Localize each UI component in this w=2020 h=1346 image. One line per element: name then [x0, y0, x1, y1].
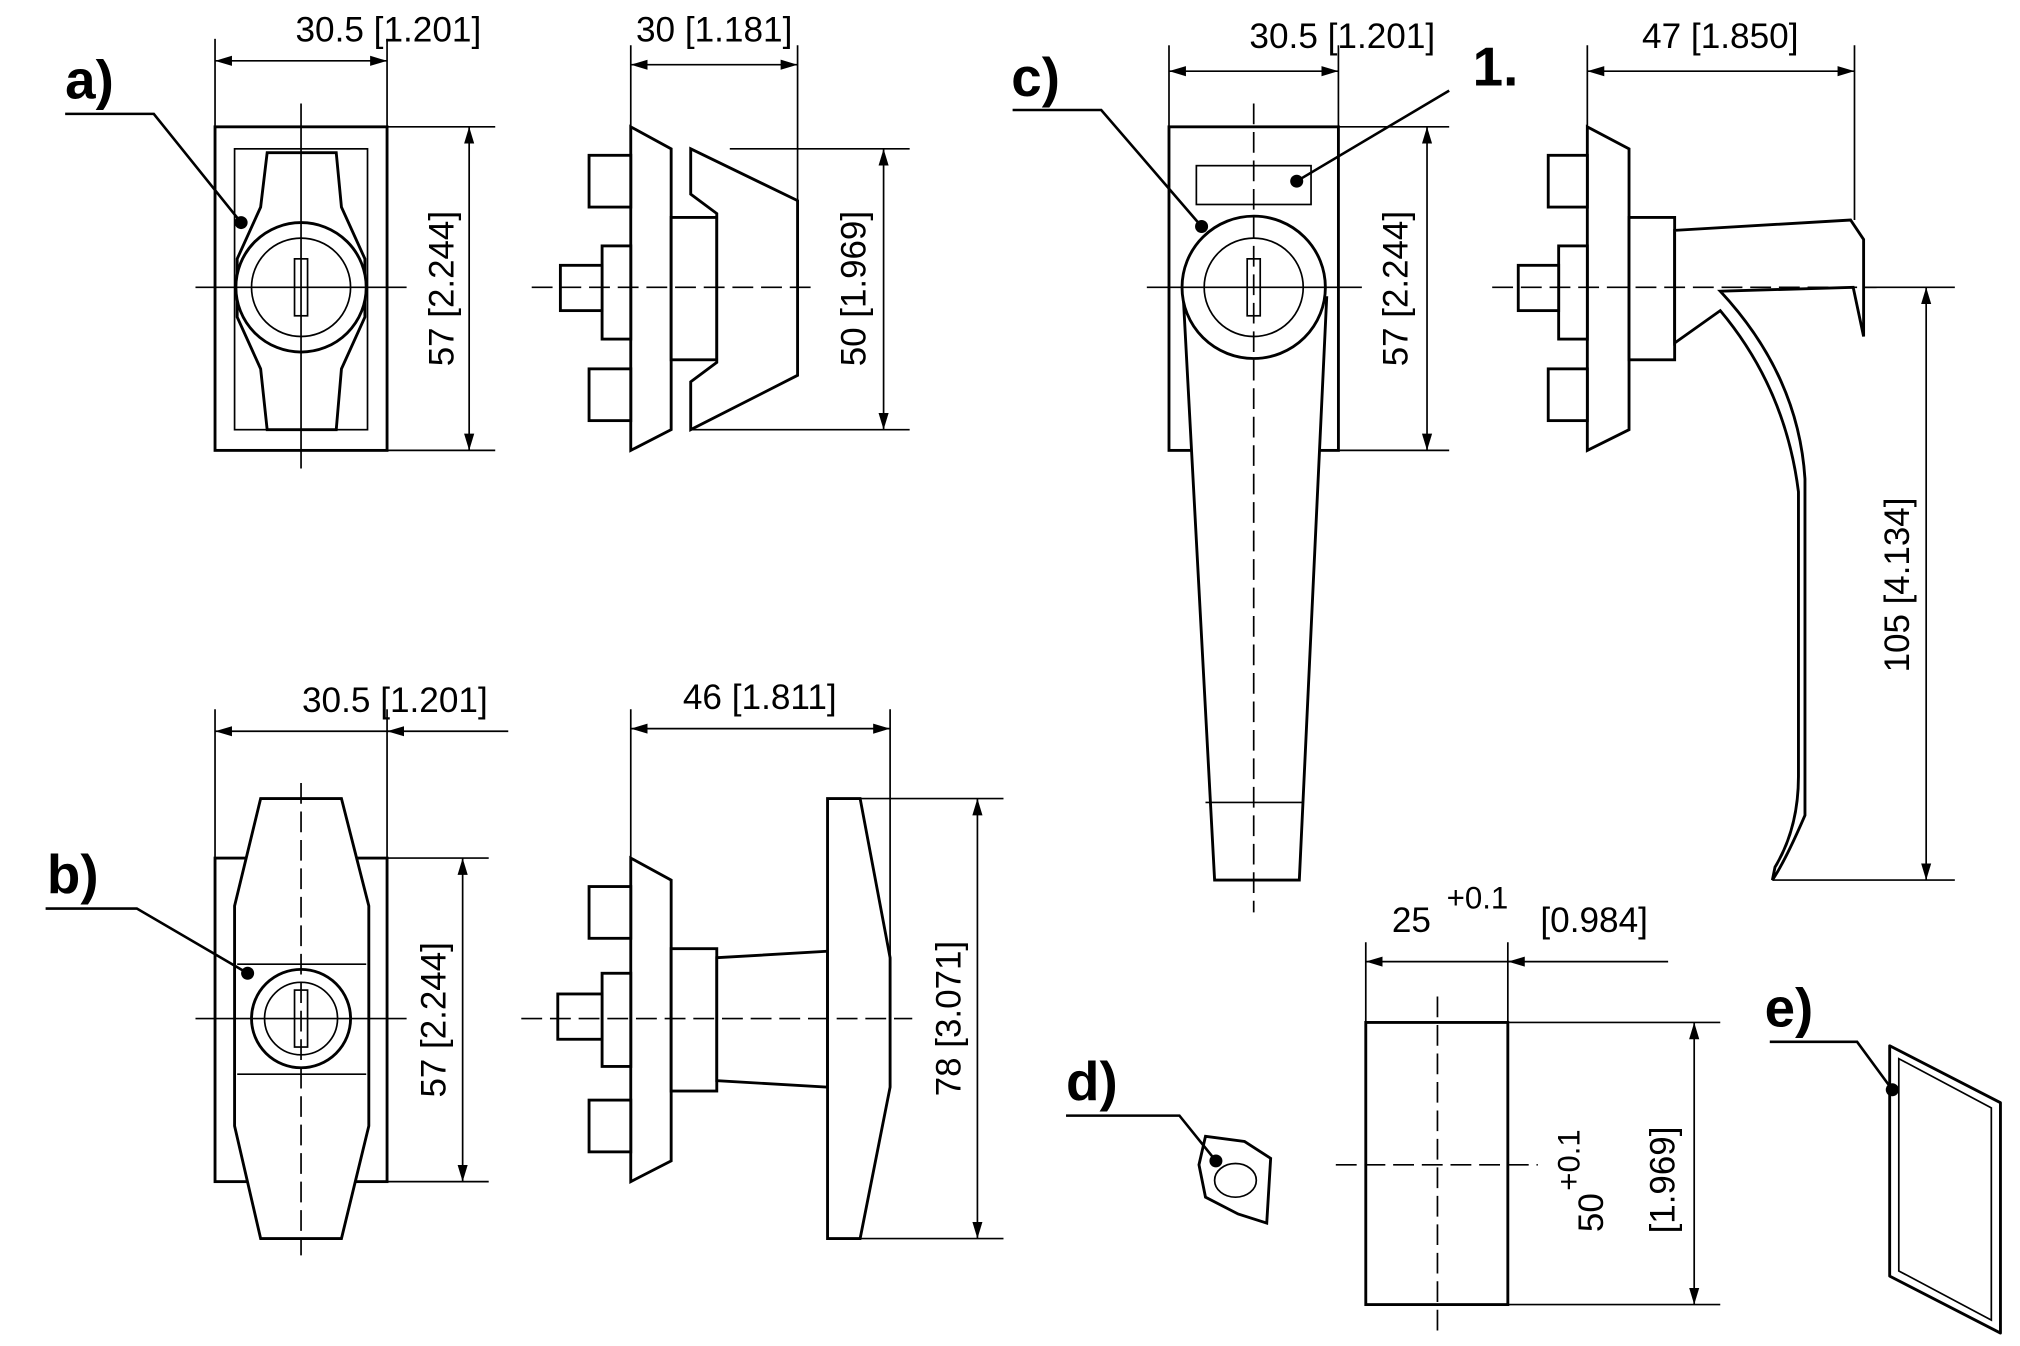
dim-d-width-in: [0.984] — [1540, 901, 1648, 940]
dim-a-front-height: 57 [2.244] — [422, 211, 461, 366]
view-a-front: a) 30.5 [1.201] 57 [2.244] — [65, 11, 496, 469]
dim-a-side-height: 50 [1.969] — [834, 211, 873, 366]
dim-d-height-tol: +0.1 — [1551, 1129, 1586, 1190]
dim-c-side-height: 105 [4.134] — [1878, 498, 1917, 673]
dim-a-front-width: 30.5 [1.201] — [295, 11, 481, 50]
dim-c-front-width: 30.5 [1.201] — [1249, 17, 1435, 56]
label-a: a) — [65, 50, 114, 111]
view-d: d) 25 +0.1 [0.984] 50 +0.1 [1.969] — [1066, 881, 1721, 1334]
callout-1: 1. — [1473, 37, 1519, 98]
dim-d-width: 25 — [1392, 901, 1431, 940]
view-b-side: 46 [1.811] 78 [3.071] — [521, 678, 1004, 1241]
dim-b-side-height: 78 [3.071] — [929, 941, 968, 1096]
view-c-front: c) 1. 30.5 [1.201] 57 [2.244] — [1011, 17, 1519, 913]
dim-a-side-width: 30 [1.181] — [636, 11, 792, 50]
view-e: e) — [1765, 977, 2002, 1335]
label-e: e) — [1765, 977, 1814, 1038]
dim-c-side-width: 47 [1.850] — [1642, 17, 1798, 56]
dim-c-front-height: 57 [2.244] — [1376, 211, 1415, 366]
view-a-side: 30 [1.181] 50 [1.969] — [531, 11, 910, 453]
dim-b-front-height: 57 [2.244] — [415, 942, 454, 1097]
dim-b-side-width: 46 [1.811] — [683, 678, 837, 717]
dim-b-front-width: 30.5 [1.201] — [302, 681, 488, 720]
label-b: b) — [47, 844, 99, 905]
label-c: c) — [1011, 47, 1060, 108]
dim-d-height-in: [1.969] — [1644, 1127, 1683, 1234]
label-d: d) — [1066, 1051, 1118, 1112]
dim-d-height: 50 — [1572, 1193, 1611, 1232]
view-c-side: 47 [1.850] 105 [4.134] — [1492, 17, 1955, 881]
view-b-front: b) 30.5 [1.201] 57 [2.244] — [45, 681, 509, 1256]
dim-d-width-tol: +0.1 — [1447, 881, 1509, 916]
